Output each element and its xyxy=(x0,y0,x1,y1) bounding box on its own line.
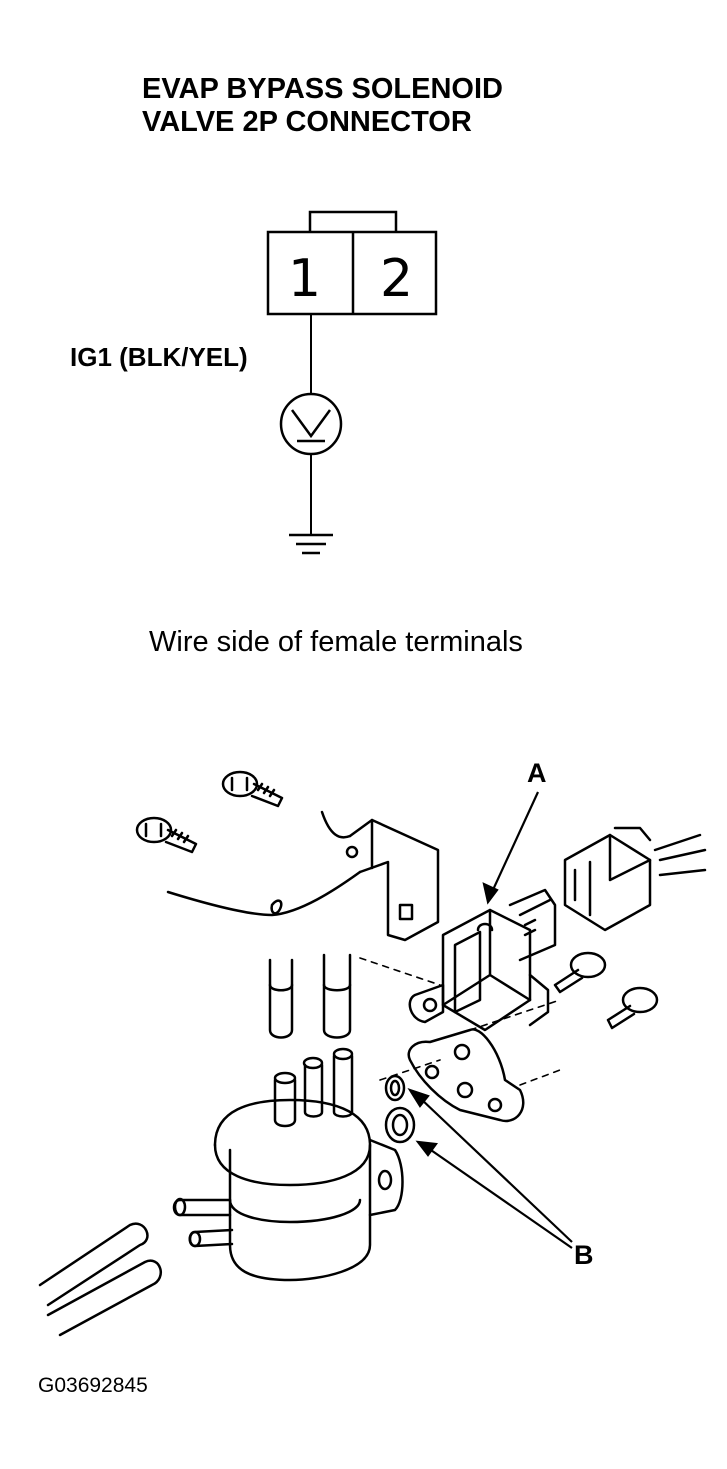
vacuum-hose-icon xyxy=(322,953,352,1039)
bolt-icon xyxy=(135,816,198,854)
ground-icon xyxy=(289,533,333,555)
bolt-icon xyxy=(553,951,607,994)
connector-pin-2: 2 xyxy=(380,249,413,309)
connector-view-caption: Wire side of female terminals xyxy=(149,626,523,658)
mounting-bracket xyxy=(166,810,440,942)
connector-lock-tab xyxy=(308,210,398,232)
solenoid-assembly-illustration xyxy=(38,770,707,1337)
voltmeter-icon xyxy=(279,392,343,456)
diagram-title-line-1: EVAP BYPASS SOLENOID xyxy=(142,73,503,105)
alignment-lines xyxy=(359,957,561,1086)
circuit-label-ig1: IG1 (BLK/YEL) xyxy=(70,342,248,372)
callout-label-b: B xyxy=(574,1240,594,1270)
diagram-title-line-2: VALVE 2P CONNECTOR xyxy=(142,106,472,138)
o-ring-icon xyxy=(384,1074,406,1102)
callout-label-a: A xyxy=(527,758,547,788)
bolt-icon xyxy=(606,986,659,1030)
leader-arrows xyxy=(407,791,573,1249)
bypass-valve-body xyxy=(172,1047,404,1282)
connector-2p xyxy=(266,210,438,316)
bolt-icon xyxy=(221,770,284,808)
vacuum-hose-icon xyxy=(46,1259,163,1337)
o-ring-icon xyxy=(384,1106,416,1144)
solenoid-valve-a xyxy=(408,888,557,1032)
mounting-flange xyxy=(407,1028,525,1123)
figure-id: G03692845 xyxy=(38,1374,148,1397)
harness-connector-plug xyxy=(563,826,707,932)
connector-pin-1: 1 xyxy=(288,249,321,309)
vacuum-hose-icon xyxy=(268,958,294,1039)
vacuum-hose-icon xyxy=(38,1222,149,1307)
